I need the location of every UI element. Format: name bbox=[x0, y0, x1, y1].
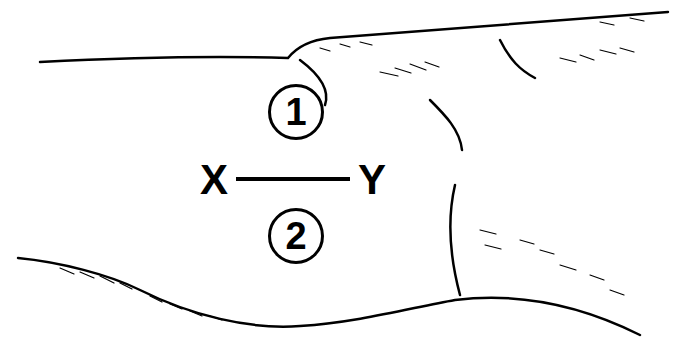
skin-fold bbox=[450, 185, 460, 295]
callout-number: 2 bbox=[285, 217, 306, 255]
callout-circle: 1 bbox=[268, 84, 324, 140]
point-letter: X bbox=[200, 159, 228, 201]
limb-outline bbox=[18, 258, 640, 335]
skin-fold bbox=[500, 40, 535, 78]
skin-fold bbox=[430, 100, 462, 150]
callout-number: 1 bbox=[285, 93, 306, 131]
point-letter: Y bbox=[358, 159, 386, 201]
callout-circle: 2 bbox=[268, 208, 324, 264]
hatching bbox=[60, 18, 644, 320]
limb-outline bbox=[40, 12, 668, 62]
fraction-line bbox=[236, 177, 350, 181]
